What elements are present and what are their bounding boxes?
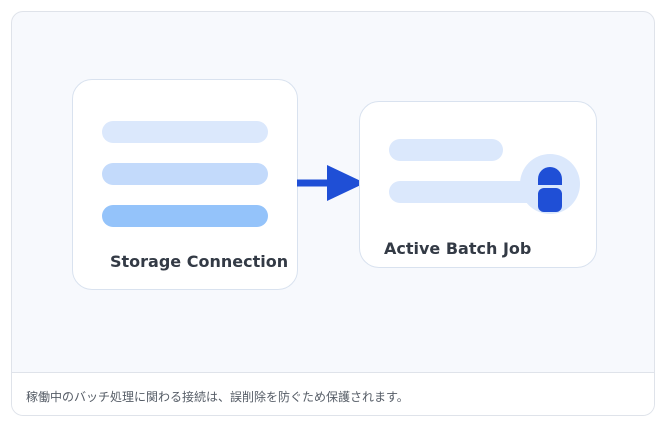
storage-connection-label: Storage Connection [110,252,289,271]
batch-content-bar [389,139,503,161]
arrow-right-icon [297,163,367,207]
storage-content-bar [102,205,268,227]
caption-footer: 稼働中のバッチ処理に関わる接続は、誤削除を防ぐため保護されます。 [12,372,654,415]
batch-content-bar [389,181,539,203]
storage-content-bar [102,121,268,143]
lock-icon [520,154,580,214]
diagram-canvas: Storage Connection Active Batch Job [12,12,654,372]
active-batch-job-label: Active Batch Job [384,239,532,258]
caption-text: 稼働中のバッチ処理に関わる接続は、誤削除を防ぐため保護されます。 [26,390,409,404]
active-batch-job-card: Active Batch Job [359,101,597,268]
storage-connection-card: Storage Connection [72,79,298,290]
diagram-frame: Storage Connection Active Batch Job 稼働中の… [11,11,655,416]
storage-content-bar [102,163,268,185]
